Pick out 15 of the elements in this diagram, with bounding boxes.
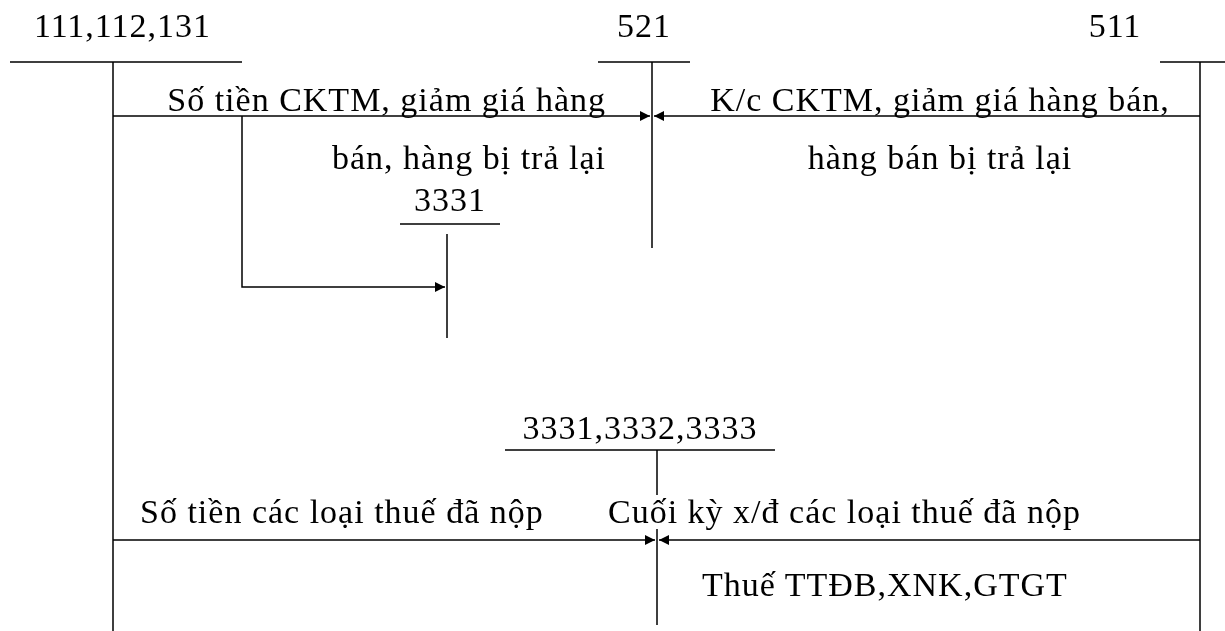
arrow — [112, 111, 651, 121]
edge-label: K/c CKTM, giảm giá hàng bán, hàng bán bị trả lại — [709, 80, 1171, 178]
account-number: 3331 — [413, 183, 487, 217]
arrow — [241, 115, 446, 292]
account-number: 511 — [1087, 9, 1143, 43]
arrow — [112, 535, 656, 545]
edge-label: Cuối kỳ x/đ các loại thuế đã nộp — [608, 495, 1081, 529]
account-number: 3331,3332,3333 — [521, 411, 759, 445]
account-number: 521 — [616, 9, 672, 43]
account-number: 111,112,131 — [32, 9, 213, 43]
arrow — [658, 535, 1201, 545]
note-text: Thuế TTĐB,XNK,GTGT — [702, 568, 1068, 602]
arrow — [653, 111, 1201, 121]
edge-label: Số tiền CKTM, giảm giá hàng bán, hàng bị trả lại — [166, 80, 606, 178]
edge-label: Số tiền các loại thuế đã nộp — [140, 495, 544, 529]
